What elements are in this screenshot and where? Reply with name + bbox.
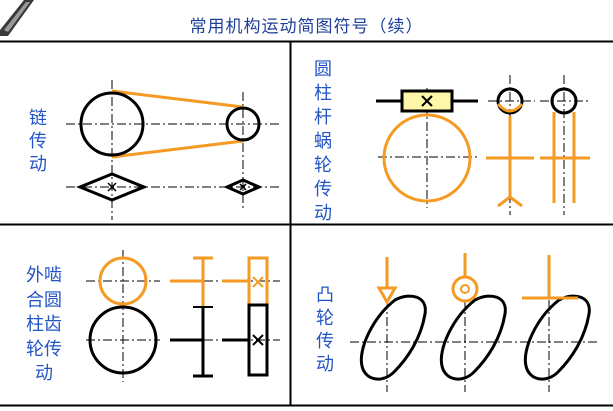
worm-gear-symbol (376, 75, 590, 215)
label-char: 杆 (314, 107, 332, 128)
label-char: 柱 (314, 83, 332, 104)
cam-drive-symbol (350, 253, 600, 392)
label-line: 柱齿 (26, 314, 62, 335)
label-char: 传 (29, 131, 47, 152)
label-char: 圆 (314, 59, 332, 80)
label-line: 动 (35, 363, 53, 384)
label-char: 蜗 (314, 131, 332, 152)
spur-gear-symbol (86, 250, 280, 382)
label-char: 轮 (314, 155, 332, 176)
page-title: 常用机构运动简图符号（续） (189, 17, 424, 37)
label-cam-drive: 凸 轮 传 动 (313, 284, 337, 376)
label-line: 合圆 (26, 289, 62, 311)
label-char: 动 (316, 354, 334, 375)
grid-lines (0, 40, 613, 407)
label-char: 动 (314, 203, 332, 224)
label-line: 轮传 (26, 338, 62, 360)
label-char: 传 (316, 331, 334, 352)
label-char: 传 (314, 179, 332, 200)
label-char: 轮 (316, 308, 334, 329)
label-chain-drive: 链 传 动 (26, 107, 50, 176)
label-spur-gear-drive: 外啮 合圆 柱齿 轮传 动 (20, 264, 68, 387)
pen-icon (0, 0, 34, 36)
chain-drive-symbol (66, 80, 280, 220)
label-char: 凸 (316, 285, 334, 306)
label-worm-gear-drive: 圆 柱 杆 蜗 轮 传 动 (311, 58, 335, 226)
label-char: 链 (29, 108, 47, 129)
label-char: 动 (29, 154, 47, 175)
label-line: 外啮 (26, 265, 62, 286)
